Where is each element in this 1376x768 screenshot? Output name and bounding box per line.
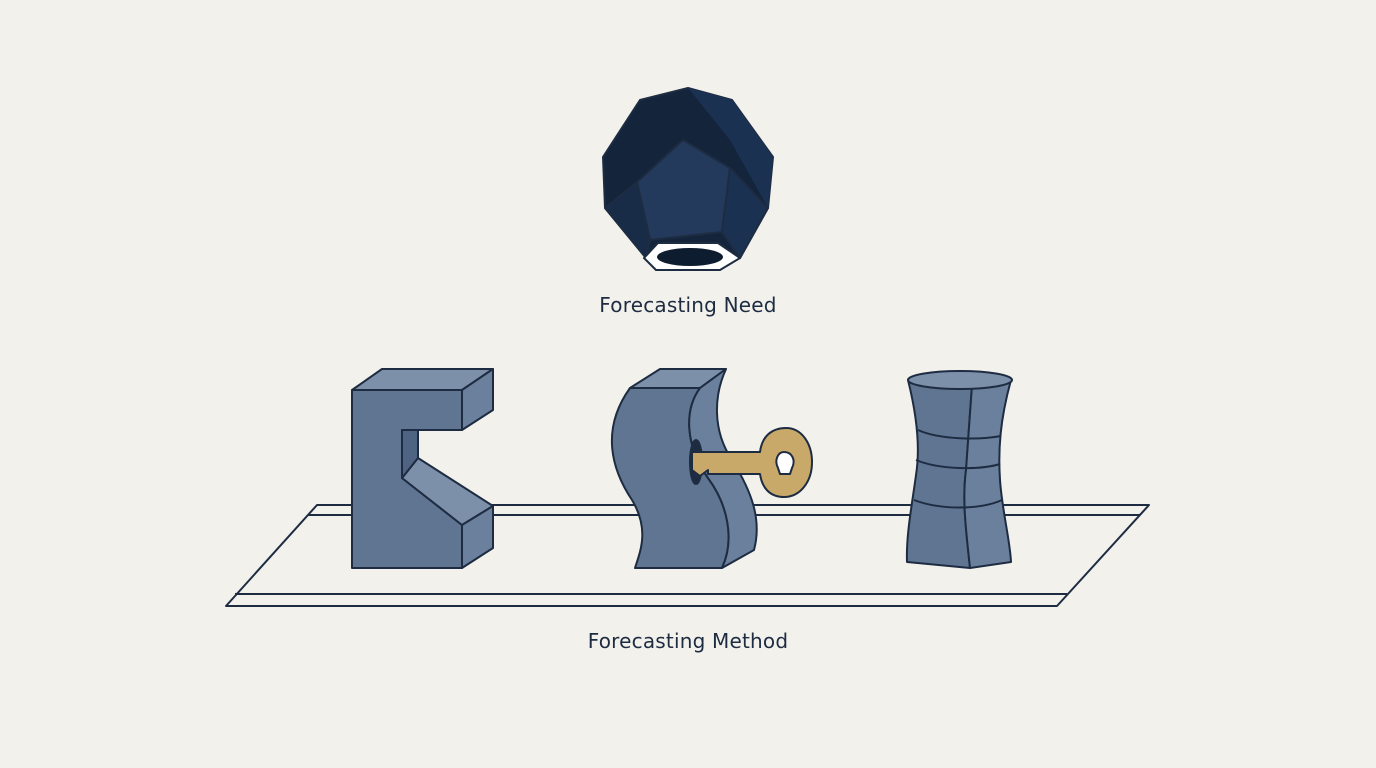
- key-icon: [691, 427, 813, 498]
- hourglass-block-icon: [905, 370, 1013, 569]
- forecasting-need-label: Forecasting Need: [599, 293, 777, 317]
- forecasting-method-label: Forecasting Method: [587, 629, 789, 653]
- forecasting-need-polyhedron-icon: [602, 87, 774, 271]
- c-shaped-block-icon: [351, 368, 494, 569]
